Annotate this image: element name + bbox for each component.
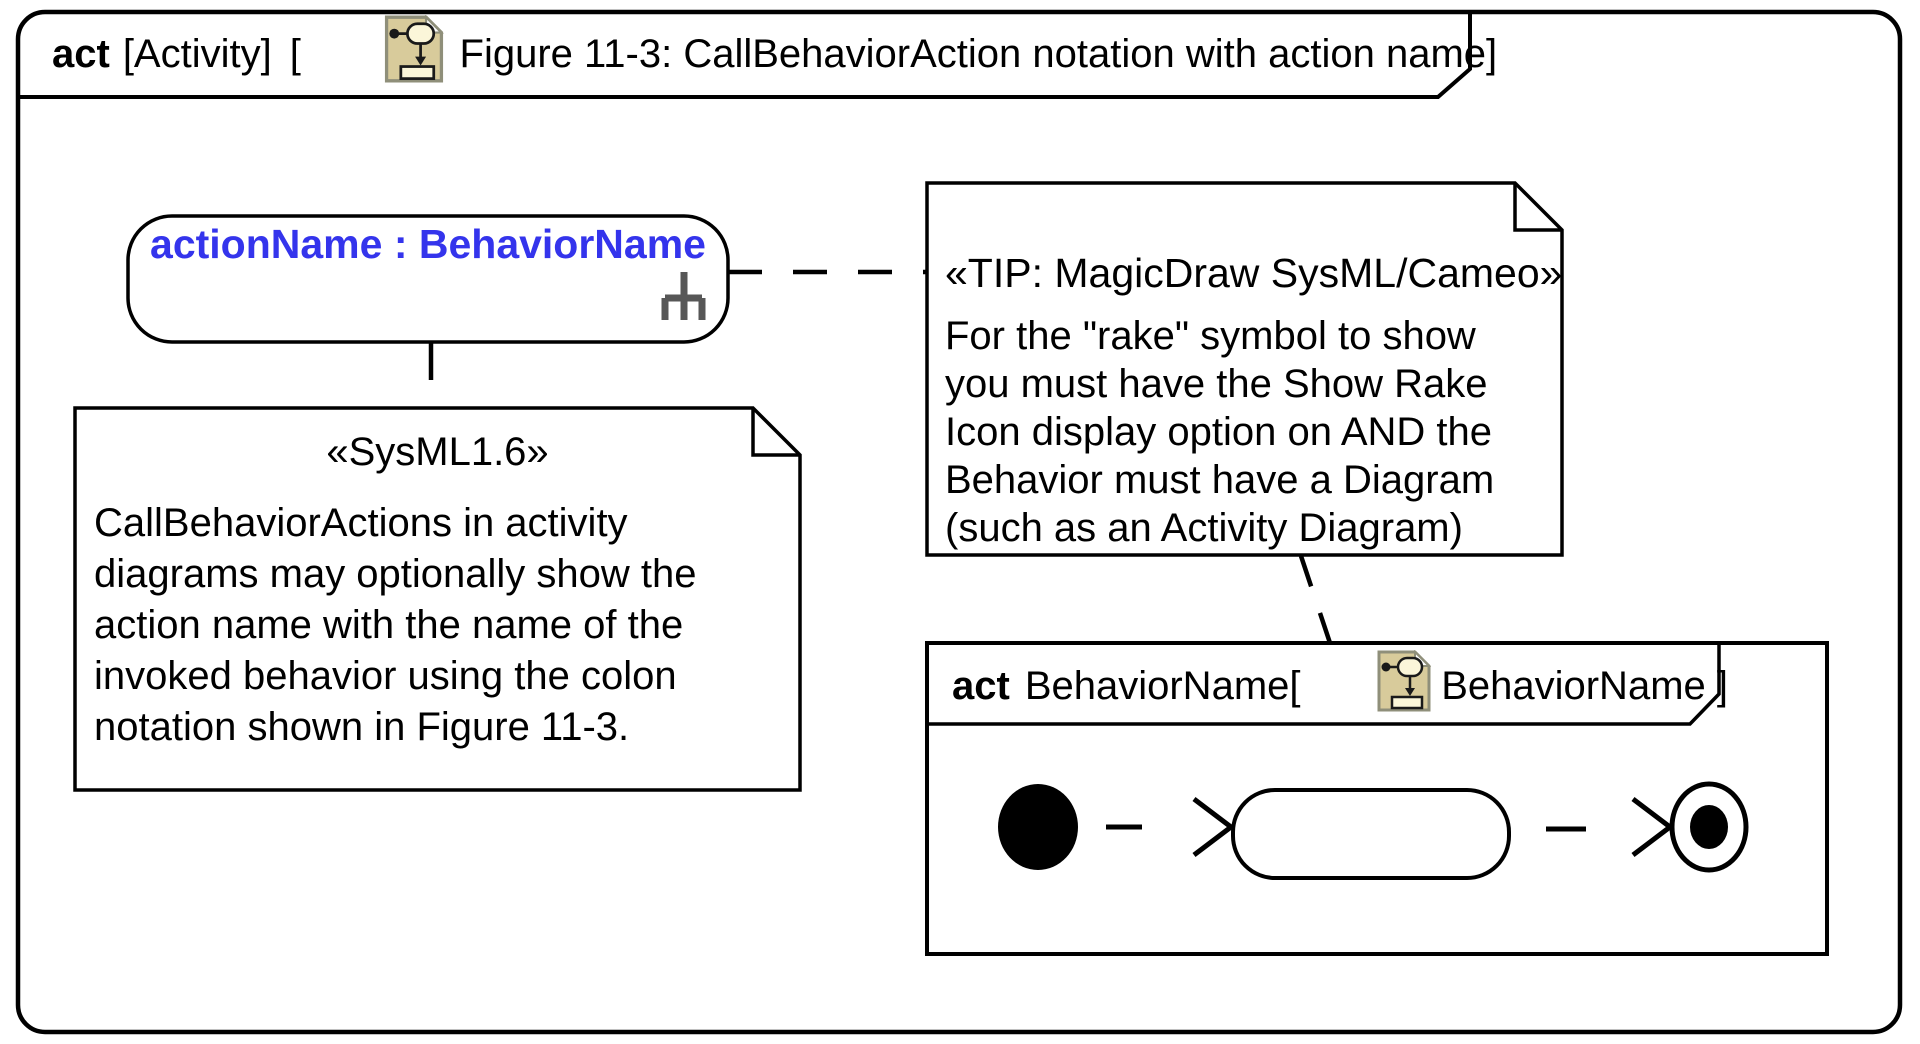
inner-frame-title: act BehaviorName[ BehaviorName ] [952, 651, 1728, 721]
inner-frame-title-tab [927, 643, 1721, 726]
note-dogear [751, 408, 800, 457]
inner-frame-keyword: act [952, 663, 1010, 708]
tip-note-shape[interactable] [925, 181, 1564, 557]
activity-diagram-icon [317, 0, 444, 138]
note-dogear [1513, 183, 1562, 232]
call-behavior-action-node[interactable] [126, 214, 730, 344]
action-node-label: actionName : BehaviorName [150, 221, 706, 267]
frame-title: act [Activity] [ Figure 11-3: CallBehavi… [52, 18, 1497, 90]
inner-frame-name: BehaviorName[ [1024, 663, 1301, 708]
tip-note-body: For the "rake" symbol to show you must h… [945, 314, 1495, 550]
frame-keyword: act [52, 31, 110, 76]
frame-title-tab [18, 13, 1472, 99]
initial-node[interactable] [998, 784, 1078, 870]
sysml-note-stereotype: «SysML1.6» [326, 430, 549, 474]
inner-frame-closing: BehaviorName ] [1441, 663, 1728, 708]
activity-final-node[interactable] [1669, 781, 1749, 873]
tip-note-stereotype: «TIP: MagicDraw SysML/Cameo» [945, 250, 1563, 296]
rake-icon [661, 272, 706, 320]
control-flow-initial-to-action[interactable] [1106, 797, 1236, 857]
frame-title-text: Figure 11-3: CallBehaviorAction notation… [459, 31, 1498, 76]
inner-action-node[interactable] [1231, 788, 1511, 880]
frame-open-bracket: [ [289, 31, 301, 76]
sysml-note-body: CallBehaviorActions in activity diagrams… [94, 501, 697, 749]
anchor-tip-note-to-inner-frame[interactable] [1298, 555, 1334, 647]
activity-diagram-icon [1311, 605, 1432, 767]
sysml-note-shape[interactable] [73, 406, 802, 792]
frame-type-label: [Activity] [122, 31, 272, 76]
